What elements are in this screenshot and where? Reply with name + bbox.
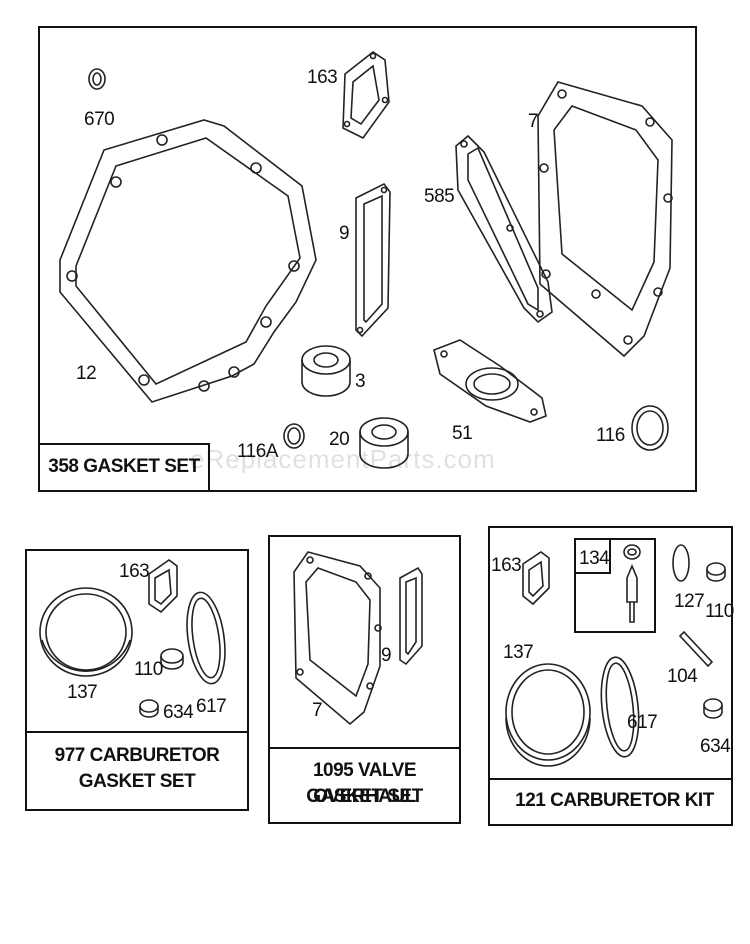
label-7: 7 [312, 700, 323, 721]
part-3-seal [301, 345, 351, 397]
label-585: 585 [424, 186, 455, 207]
part-7-head-gasket [537, 81, 673, 358]
label-163: 163 [119, 561, 150, 582]
part-104-pin [678, 630, 714, 668]
label-116: 116 [596, 425, 625, 446]
part-163-gasket-small [148, 559, 178, 614]
part-51-exhaust-gasket [433, 339, 547, 423]
part-9-valve-gasket [355, 182, 391, 338]
label-137: 137 [67, 682, 98, 703]
label-3: 3 [355, 371, 366, 392]
carb-gasket-set-caption-line1: 977 CARBURETOR [54, 745, 220, 766]
part-137-ring [39, 587, 133, 677]
part-7-head-gasket-small [293, 551, 382, 726]
gasket-set-panel [38, 26, 697, 492]
watermark: eReplacementParts.com [190, 444, 496, 474]
gasket-set-caption-box [38, 443, 210, 492]
label-9: 9 [339, 223, 350, 244]
label-617: 617 [627, 712, 658, 733]
part-585-gasket [455, 134, 553, 324]
part-9-valve-gasket-small [399, 566, 423, 666]
part-134-label-box [574, 538, 611, 574]
carb-gasket-set-caption-line2: GASKET SET [78, 771, 196, 792]
part-670-ring [88, 68, 106, 90]
valve-overhaul-caption-line1: 1095 VALVE OVERHAUL [312, 760, 417, 807]
valve-overhaul-caption-box [268, 747, 461, 824]
label-51: 51 [452, 423, 473, 444]
label-20: 20 [329, 429, 350, 450]
valve-overhaul-caption-line2: GASKET SET [306, 786, 423, 807]
part-163-gasket-kit [522, 551, 550, 606]
part-617-ring-kit [600, 656, 640, 758]
part-617-ring [186, 591, 226, 685]
label-634: 634 [163, 702, 194, 723]
part-116-ring [631, 405, 669, 451]
carb-kit-caption-box [488, 778, 733, 826]
part-110-seal [160, 648, 184, 670]
label-104: 104 [667, 666, 698, 687]
label-134: 134 [579, 548, 610, 569]
part-163-gasket [342, 51, 390, 140]
part-634-seal [139, 699, 159, 718]
carb-gasket-set-caption-box [25, 731, 249, 811]
part-134-needle-valve [623, 544, 641, 623]
label-127: 127 [674, 591, 705, 612]
label-163: 163 [307, 67, 338, 88]
label-617: 617 [196, 696, 227, 717]
label-110: 110 [705, 601, 734, 622]
part-110-seal-kit [706, 562, 726, 582]
label-110: 110 [134, 659, 163, 680]
label-9: 9 [381, 645, 392, 666]
label-116a: 116A [237, 441, 278, 462]
part-127-ring [672, 544, 690, 582]
part-12-crankcase-gasket [59, 119, 317, 403]
part-137-ring-kit [505, 663, 591, 767]
gasket-set-caption: 358 GASKET SET [48, 456, 200, 477]
label-634: 634 [700, 736, 731, 757]
label-12: 12 [76, 363, 97, 384]
part-116a-ring [283, 423, 305, 449]
part-634-seal-kit [703, 698, 723, 719]
label-7: 7 [528, 111, 539, 132]
label-163: 163 [491, 555, 522, 576]
label-137: 137 [503, 642, 534, 663]
label-670: 670 [84, 109, 115, 130]
carb-kit-caption: 121 CARBURETOR KIT [515, 790, 714, 811]
part-20-seal [359, 417, 409, 469]
